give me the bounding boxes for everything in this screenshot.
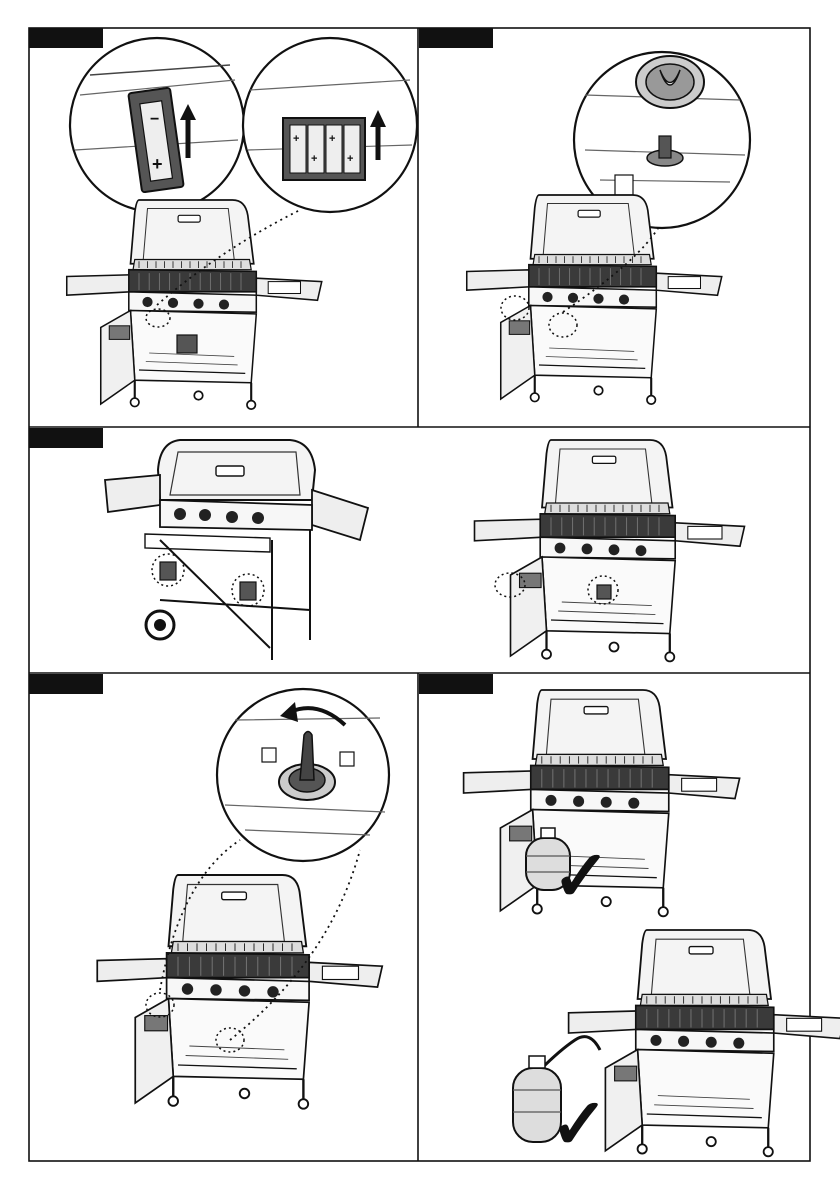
battery-detail-circle-right: + + + + [243,38,417,212]
battery-plus-sign: + [152,154,163,174]
battery-minus-sign: − [150,111,159,128]
cell-3-sign: + [329,133,335,145]
check-mark-icon-2: ✓ [550,1085,609,1163]
panel-2-step-tab [419,28,493,48]
grease-cup-right [240,582,256,600]
panel-4 [97,689,389,1109]
cell-1-sign: + [293,133,299,145]
grease-cup-left [160,562,176,580]
cell-4-sign: + [347,153,353,165]
panel-5-step-tab [419,674,493,694]
panel-3-step-tab [29,428,103,448]
panel-4-step-tab [29,674,103,694]
grill-illustration-4 [97,875,382,1109]
check-mark-icon-1: ✓ [552,837,611,915]
grill-illustration-5b [569,930,840,1156]
panel-3 [105,440,745,661]
grill-illustration-3 [475,440,745,661]
panel-2 [467,52,750,404]
knob-detail-circle [217,689,389,861]
panel-1-step-tab [29,28,103,48]
panel-5: ✓ ✓ [464,690,840,1163]
battery-detail-circle-left: − + [70,38,244,212]
grill-illustration-1 [67,200,322,409]
grill-closed-lid [105,440,368,660]
panel-1: − + + + + + [67,38,417,409]
cell-2-sign: + [311,153,317,165]
